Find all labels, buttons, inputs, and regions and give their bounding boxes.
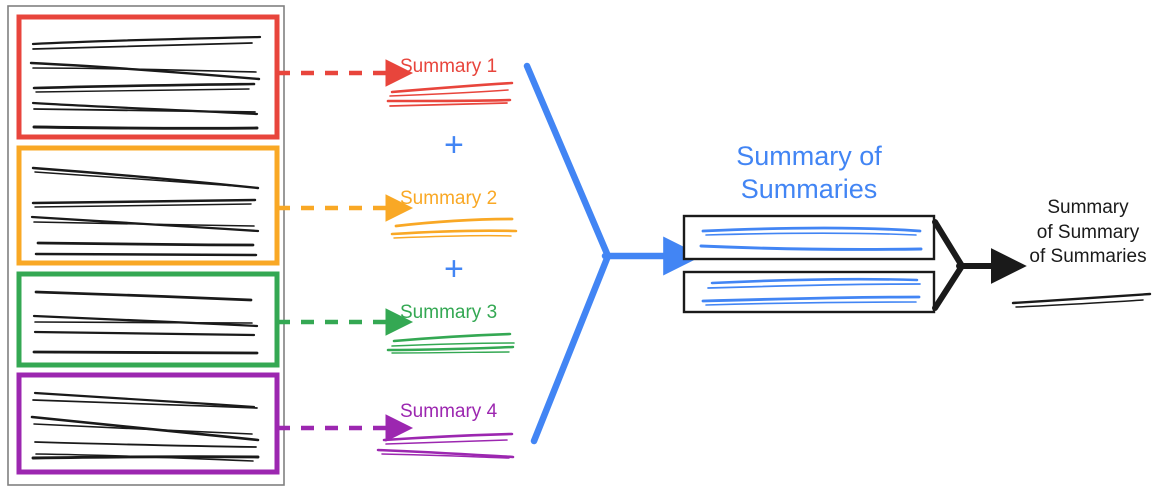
summary-of-summaries-title: Summary of Summaries	[679, 140, 939, 206]
document-collection-border	[7, 5, 285, 486]
purple-document-chunk	[16, 372, 280, 475]
blue-merge-arrow	[523, 62, 703, 445]
final-title-line-3: of Summaries	[1029, 246, 1147, 268]
summary-1-label: Summary 1	[400, 56, 498, 77]
sos-title-line-2: Summaries	[740, 173, 878, 204]
final-title-line-1: Summary	[1047, 197, 1129, 218]
black-summary-line	[1011, 292, 1152, 308]
plus-operator-2: +	[444, 250, 464, 288]
summary-3-lines	[386, 332, 515, 354]
summary-1-lines	[386, 81, 514, 107]
final-title-line-2: of Summary	[1036, 221, 1140, 243]
black-merge-arrow	[932, 219, 1027, 311]
red-document-chunk	[16, 14, 280, 140]
summary-3-label: Summary 3	[400, 302, 498, 323]
summary-2-lines	[390, 217, 518, 239]
sos-box-1	[682, 214, 936, 261]
orange-document-chunk	[16, 145, 280, 266]
plus-operator-1: +	[444, 126, 464, 164]
green-document-chunk	[16, 271, 280, 368]
summary-4-lines	[376, 432, 515, 459]
summary-2-label: Summary 2	[400, 188, 498, 209]
sos-box-2	[682, 270, 936, 314]
sos-title-line-1: Summary of	[736, 141, 882, 171]
final-output-title: Summary of Summary of Summaries	[993, 196, 1170, 270]
summary-4-label: Summary 4	[400, 401, 498, 422]
